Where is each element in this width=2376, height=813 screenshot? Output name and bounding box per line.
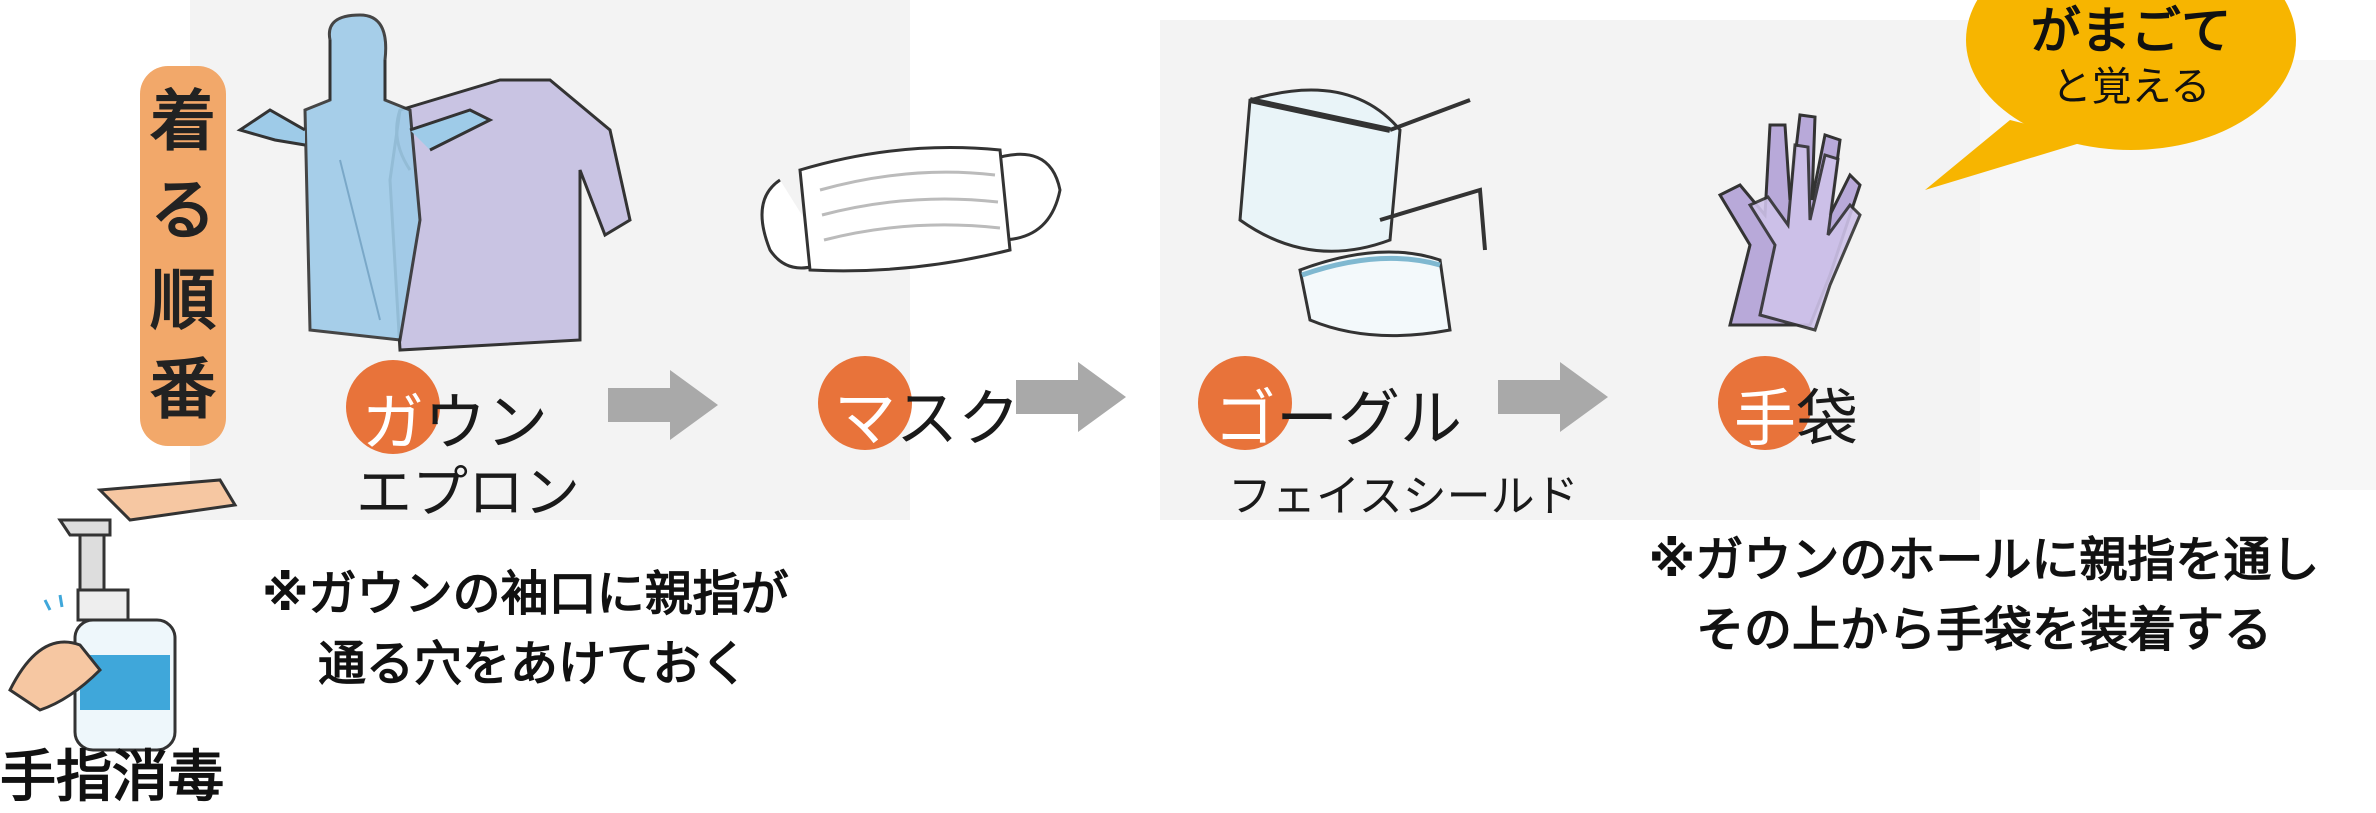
- step-label: マスク: [834, 368, 1020, 458]
- goggles-faceshield-illustration: [1230, 70, 1510, 350]
- speech-bubble-text: がまごて と覚える: [1966, 0, 2296, 111]
- gown-apron-illustration: [250, 20, 650, 380]
- note-left: ※ガウンの袖口に親指が 通る穴をあけておく: [262, 560, 789, 699]
- arrow-right-icon: [1016, 362, 1126, 432]
- step-rest: スク: [896, 382, 1020, 455]
- bubble-line-1: がまごて: [1966, 0, 2296, 63]
- hand-sanitizer-illustration: [0, 460, 260, 750]
- step-rest: ーグル: [1276, 382, 1462, 455]
- hand-wash-label: 手指消毒: [0, 732, 224, 813]
- step-initial: 手: [1734, 382, 1796, 455]
- step-sublabel: エプロン: [356, 448, 580, 529]
- gloves-illustration: [1700, 85, 1880, 335]
- note-right: ※ガウンのホールに親指を通し その上から手袋を装着する: [1604, 526, 2364, 665]
- step-initial: ゴ: [1214, 382, 1276, 455]
- step-initial: マ: [834, 382, 896, 455]
- note-line: ※ガウンの袖口に親指が: [262, 560, 789, 630]
- bubble-line-2: と覚える: [1966, 63, 2296, 111]
- note-line: ※ガウンのホールに親指を通し: [1604, 526, 2364, 596]
- step-label: ゴーグル: [1214, 368, 1462, 458]
- step-sublabel: フェイスシールド: [1228, 460, 1579, 524]
- note-line: 通る穴をあけておく: [262, 630, 789, 700]
- step-label: 手袋: [1734, 368, 1858, 458]
- arrow-right-icon: [1498, 362, 1608, 432]
- step-rest: 袋: [1796, 382, 1858, 455]
- mask-illustration: [750, 120, 1070, 290]
- note-line: その上から手袋を装着する: [1604, 596, 2364, 666]
- arrow-right-icon: [608, 370, 718, 440]
